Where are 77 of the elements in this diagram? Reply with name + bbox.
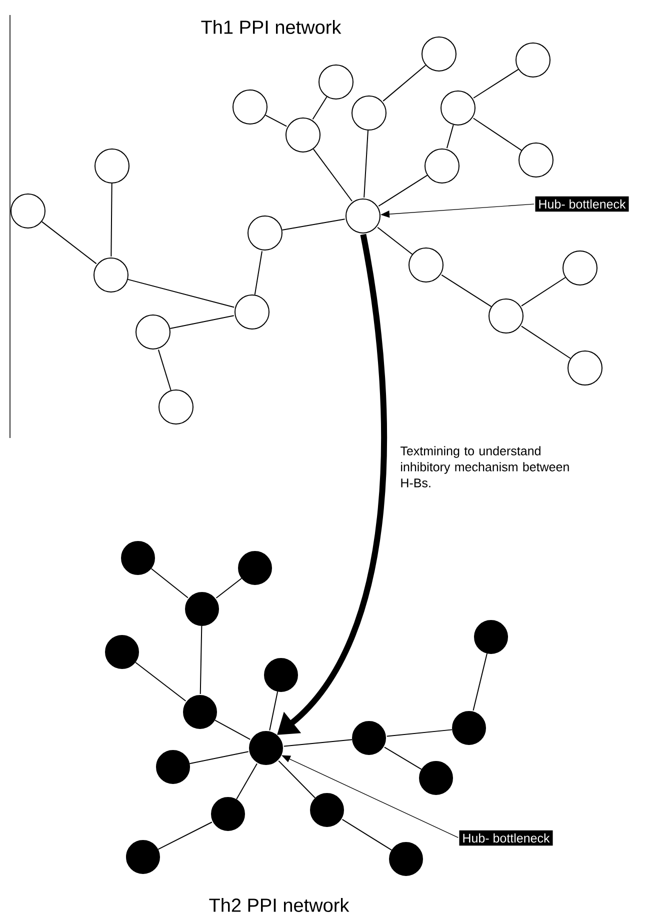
network-link xyxy=(110,183,112,257)
network-node xyxy=(248,216,282,250)
network-node xyxy=(264,658,298,692)
network-node xyxy=(126,840,160,874)
network-link xyxy=(264,114,288,127)
network-link xyxy=(473,68,519,99)
network-node xyxy=(238,551,272,585)
network-node xyxy=(156,750,190,784)
network-node xyxy=(419,761,453,795)
network-link xyxy=(364,130,368,198)
network-node xyxy=(121,541,155,575)
network-node xyxy=(346,198,380,234)
network-node xyxy=(422,36,456,72)
network-link xyxy=(441,274,492,308)
network-node xyxy=(234,294,270,330)
network-link xyxy=(269,691,278,731)
network-link xyxy=(216,578,242,598)
network-link xyxy=(170,315,234,330)
network-node xyxy=(10,194,46,228)
network-node xyxy=(452,711,486,745)
network-node xyxy=(136,314,170,350)
network-node xyxy=(568,350,602,386)
network-link xyxy=(134,662,186,702)
network-node xyxy=(185,592,219,626)
network-node xyxy=(518,142,554,178)
network-link xyxy=(472,118,522,151)
network-link xyxy=(189,751,249,764)
network-node xyxy=(474,620,508,654)
network-link xyxy=(283,739,353,747)
network-node xyxy=(318,64,354,100)
network-link xyxy=(377,226,413,255)
network-link xyxy=(41,221,97,264)
network-node xyxy=(352,95,386,130)
network-node xyxy=(158,390,194,424)
network-link xyxy=(342,818,392,851)
network-node xyxy=(94,148,130,184)
network-link xyxy=(312,148,352,202)
network-link xyxy=(384,746,422,770)
network-node xyxy=(232,89,268,124)
network-link xyxy=(472,653,488,711)
network-node xyxy=(389,842,423,876)
network-link xyxy=(200,626,202,694)
network-node xyxy=(286,117,320,152)
network-node xyxy=(211,797,245,831)
caption: Th2 PPI network xyxy=(209,898,350,912)
network-link xyxy=(446,124,454,149)
network-node xyxy=(488,298,524,334)
network-link xyxy=(254,250,262,296)
edge-label: Textmining to understand inhibitory mechanism between H-Bs. xyxy=(400,446,569,488)
network-node xyxy=(408,248,444,282)
network-link xyxy=(312,96,328,120)
network-node xyxy=(105,635,139,669)
network-link xyxy=(520,326,571,359)
network-link xyxy=(214,720,251,740)
network-link xyxy=(282,218,346,230)
network-link xyxy=(158,349,172,391)
network-node xyxy=(249,731,283,765)
title: Th1 PPI network xyxy=(201,20,342,34)
network-link xyxy=(150,568,188,598)
network-node xyxy=(94,258,128,292)
network-node xyxy=(352,721,386,755)
hub-label: Hub- bottleneck xyxy=(459,830,553,846)
network-link xyxy=(127,278,235,308)
network-link xyxy=(158,822,212,850)
network-link xyxy=(521,277,566,306)
network-node xyxy=(310,793,344,827)
network-link xyxy=(236,763,258,800)
network-link xyxy=(382,64,426,102)
network-node xyxy=(562,250,598,286)
network-link xyxy=(378,174,428,207)
network-node xyxy=(183,695,217,729)
network-node xyxy=(440,90,476,126)
network-link xyxy=(386,729,453,737)
network-link xyxy=(278,760,316,798)
network-node xyxy=(516,42,550,78)
network-node xyxy=(424,148,460,184)
hub-label: Hub- bottleneck xyxy=(535,196,629,212)
